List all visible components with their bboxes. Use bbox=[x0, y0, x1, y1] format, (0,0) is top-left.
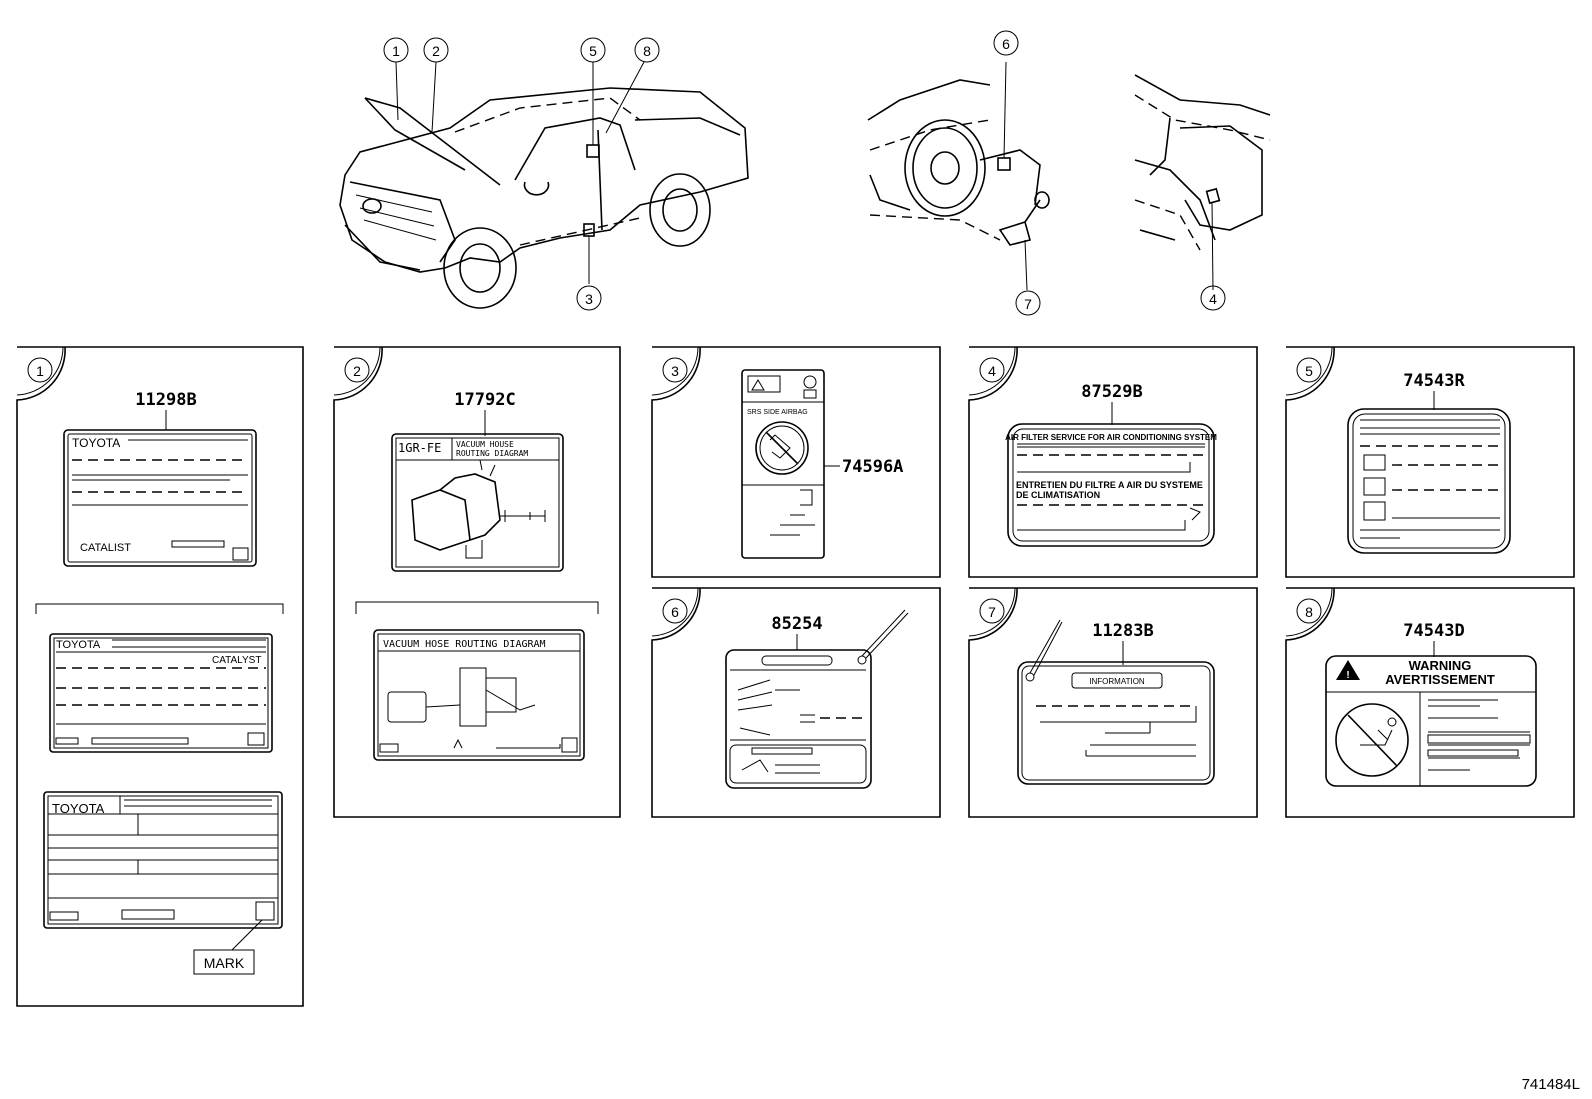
svg-text:WARNING: WARNING bbox=[1409, 658, 1472, 673]
svg-text:TOYOTA: TOYOTA bbox=[56, 639, 101, 651]
svg-text:5: 5 bbox=[1305, 363, 1313, 379]
svg-text:1: 1 bbox=[36, 363, 44, 379]
part-number-74543R: 74543R bbox=[1403, 371, 1465, 391]
panel-4: 4 87529B AIR FILTER SERVICE FOR AIR COND… bbox=[968, 346, 1258, 578]
svg-text:3: 3 bbox=[671, 363, 679, 379]
panel-8: 8 74543D ! WARNING AVERTISSEMENT bbox=[1285, 587, 1575, 818]
panel-5: 5 74543R bbox=[1285, 346, 1575, 578]
part-number-17792C: 17792C bbox=[454, 390, 515, 410]
callout-2: 2 bbox=[423, 37, 449, 63]
svg-text:3: 3 bbox=[585, 291, 593, 307]
interior-panel-illustration bbox=[1134, 74, 1271, 291]
panel-6: 6 85254 bbox=[651, 587, 941, 818]
part-number-11298B: 11298B bbox=[135, 390, 196, 410]
part-number-74596A: 74596A bbox=[842, 457, 903, 477]
callout-5: 5 bbox=[580, 37, 606, 63]
svg-text:8: 8 bbox=[643, 43, 651, 59]
svg-text:AIR FILTER SERVICE FOR AIR CON: AIR FILTER SERVICE FOR AIR CONDITIONING … bbox=[1005, 433, 1217, 442]
callout-1: 1 bbox=[383, 37, 409, 63]
svg-text:7: 7 bbox=[1024, 296, 1032, 312]
callout-6: 6 bbox=[993, 30, 1019, 56]
part-number-11283B: 11283B bbox=[1092, 621, 1153, 641]
svg-text:CATALYST: CATALYST bbox=[212, 655, 261, 666]
callout-4: 4 bbox=[1200, 285, 1226, 311]
svg-text:ROUTING DIAGRAM: ROUTING DIAGRAM bbox=[456, 449, 528, 458]
svg-text:!: ! bbox=[1346, 670, 1349, 681]
svg-text:VACUUM HOSE ROUTING DIAGRAM: VACUUM HOSE ROUTING DIAGRAM bbox=[383, 639, 546, 650]
svg-text:6: 6 bbox=[1002, 36, 1010, 52]
panel-7: 7 11283B INFORMATION bbox=[968, 587, 1258, 818]
diagram-code: 741484L bbox=[1522, 1076, 1580, 1093]
dashboard-illustration bbox=[867, 61, 1050, 291]
part-number-85254: 85254 bbox=[771, 614, 822, 634]
svg-text:AVERTISSEMENT: AVERTISSEMENT bbox=[1385, 672, 1495, 687]
svg-text:1GR-FE: 1GR-FE bbox=[398, 441, 441, 455]
svg-text:INFORMATION: INFORMATION bbox=[1089, 677, 1145, 686]
svg-text:DE CLIMATISATION: DE CLIMATISATION bbox=[1016, 490, 1100, 500]
svg-text:CATALIST: CATALIST bbox=[80, 542, 131, 554]
svg-text:VACUUM HOUSE: VACUUM HOUSE bbox=[456, 440, 514, 449]
callout-8: 8 bbox=[634, 37, 660, 63]
panel-2: 2 17792C 1GR-FE VACUUM HOUSE ROUTING DIA… bbox=[333, 346, 621, 818]
svg-text:SRS SIDE AIRBAG: SRS SIDE AIRBAG bbox=[747, 409, 808, 416]
svg-text:4: 4 bbox=[988, 363, 996, 379]
svg-text:7: 7 bbox=[988, 604, 996, 620]
svg-text:5: 5 bbox=[589, 43, 597, 59]
callout-3: 3 bbox=[576, 285, 602, 311]
svg-text:1: 1 bbox=[392, 43, 400, 59]
truck-illustration bbox=[339, 61, 749, 309]
svg-text:2: 2 bbox=[432, 43, 440, 59]
callout-7: 7 bbox=[1015, 290, 1041, 316]
part-number-74543D: 74543D bbox=[1403, 621, 1464, 641]
svg-text:8: 8 bbox=[1305, 604, 1313, 620]
panel-1: 1 11298B TOYOTA CATALIST TOYOTA CATALYST… bbox=[16, 346, 304, 1007]
svg-text:TOYOTA: TOYOTA bbox=[72, 436, 120, 450]
svg-text:ENTRETIEN DU FILTRE A AIR DU S: ENTRETIEN DU FILTRE A AIR DU SYSTEME bbox=[1016, 480, 1203, 490]
svg-text:2: 2 bbox=[353, 363, 361, 379]
svg-text:6: 6 bbox=[671, 604, 679, 620]
panel-3: 3 SRS SIDE AIRBAG 74596A bbox=[651, 346, 941, 578]
part-number-87529B: 87529B bbox=[1081, 382, 1142, 402]
svg-text:4: 4 bbox=[1209, 291, 1217, 307]
mark-label: MARK bbox=[204, 955, 245, 971]
svg-text:TOYOTA: TOYOTA bbox=[52, 801, 105, 816]
